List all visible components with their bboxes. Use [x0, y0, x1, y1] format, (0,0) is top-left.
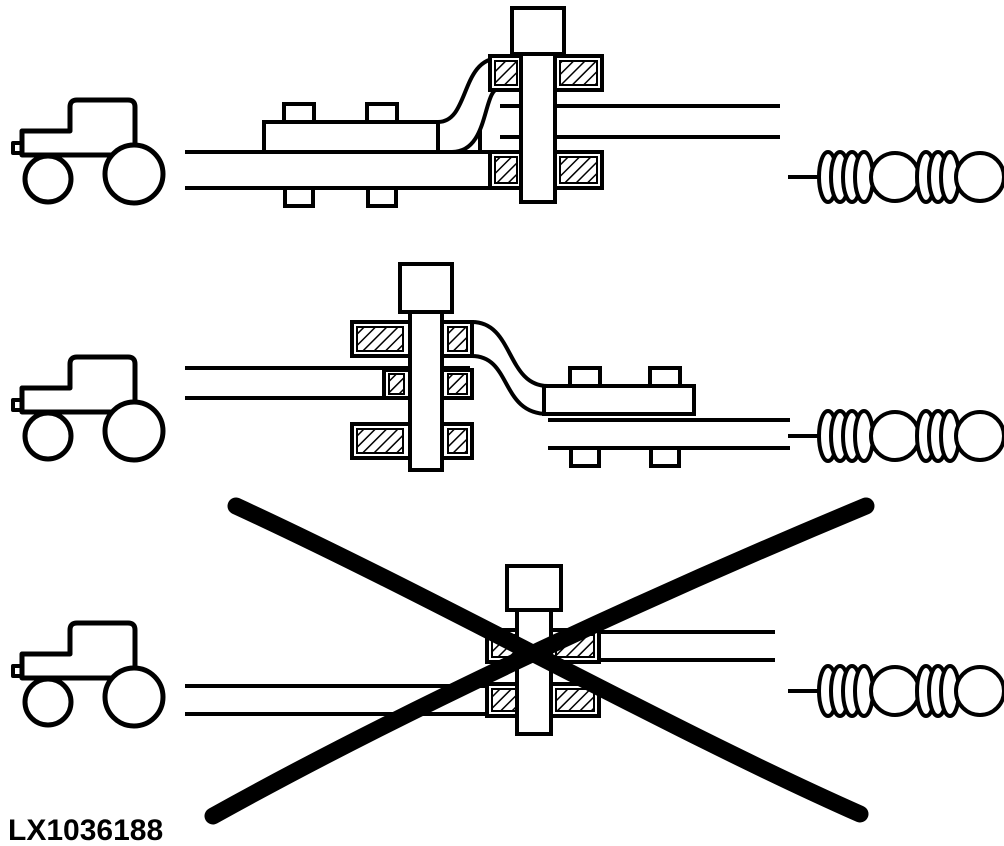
- bushing-hatch: [559, 156, 598, 184]
- bushing-hatch: [494, 156, 518, 184]
- prohibition-cross-icon: [204, 497, 875, 825]
- row-adapter-offset-up: [13, 6, 1004, 208]
- clamp-bolt-icon: [568, 366, 682, 388]
- offset-strap: [470, 320, 550, 416]
- drawbar-adapter-offset-down: [185, 262, 790, 472]
- bushing-hatch: [356, 428, 404, 454]
- drawbar-adapter-offset-up: [185, 6, 780, 208]
- disc-roller-implement-icon: [786, 664, 1004, 718]
- bushing-hatch: [447, 373, 468, 395]
- hitch-pin-icon: [510, 6, 566, 204]
- row-adapter-offset-down: [13, 262, 1004, 472]
- clamp-bolt-icon: [282, 102, 399, 208]
- clamp-bolt-icon: [569, 446, 681, 468]
- row-direct-connection-prohibited: [13, 497, 1004, 825]
- bushing-hatch: [559, 60, 598, 86]
- disc-roller-implement-icon: [786, 150, 1004, 204]
- bushing-hatch: [447, 428, 468, 454]
- bushing-hatch: [494, 60, 518, 86]
- bushing-hatch: [388, 373, 405, 395]
- figure-id-label: LX1036188: [8, 814, 163, 846]
- disc-roller-implement-icon: [786, 409, 1004, 463]
- bushing-hatch: [555, 688, 595, 712]
- bushing-hatch: [447, 326, 468, 352]
- tractor-icon: [13, 100, 163, 203]
- bushing-hatch: [491, 688, 517, 712]
- bushing-hatch: [356, 326, 404, 352]
- tractor-icon: [13, 623, 163, 726]
- tractor-icon: [13, 357, 163, 460]
- hitch-pin-icon: [398, 262, 454, 472]
- adapter-seat-plate: [542, 384, 696, 416]
